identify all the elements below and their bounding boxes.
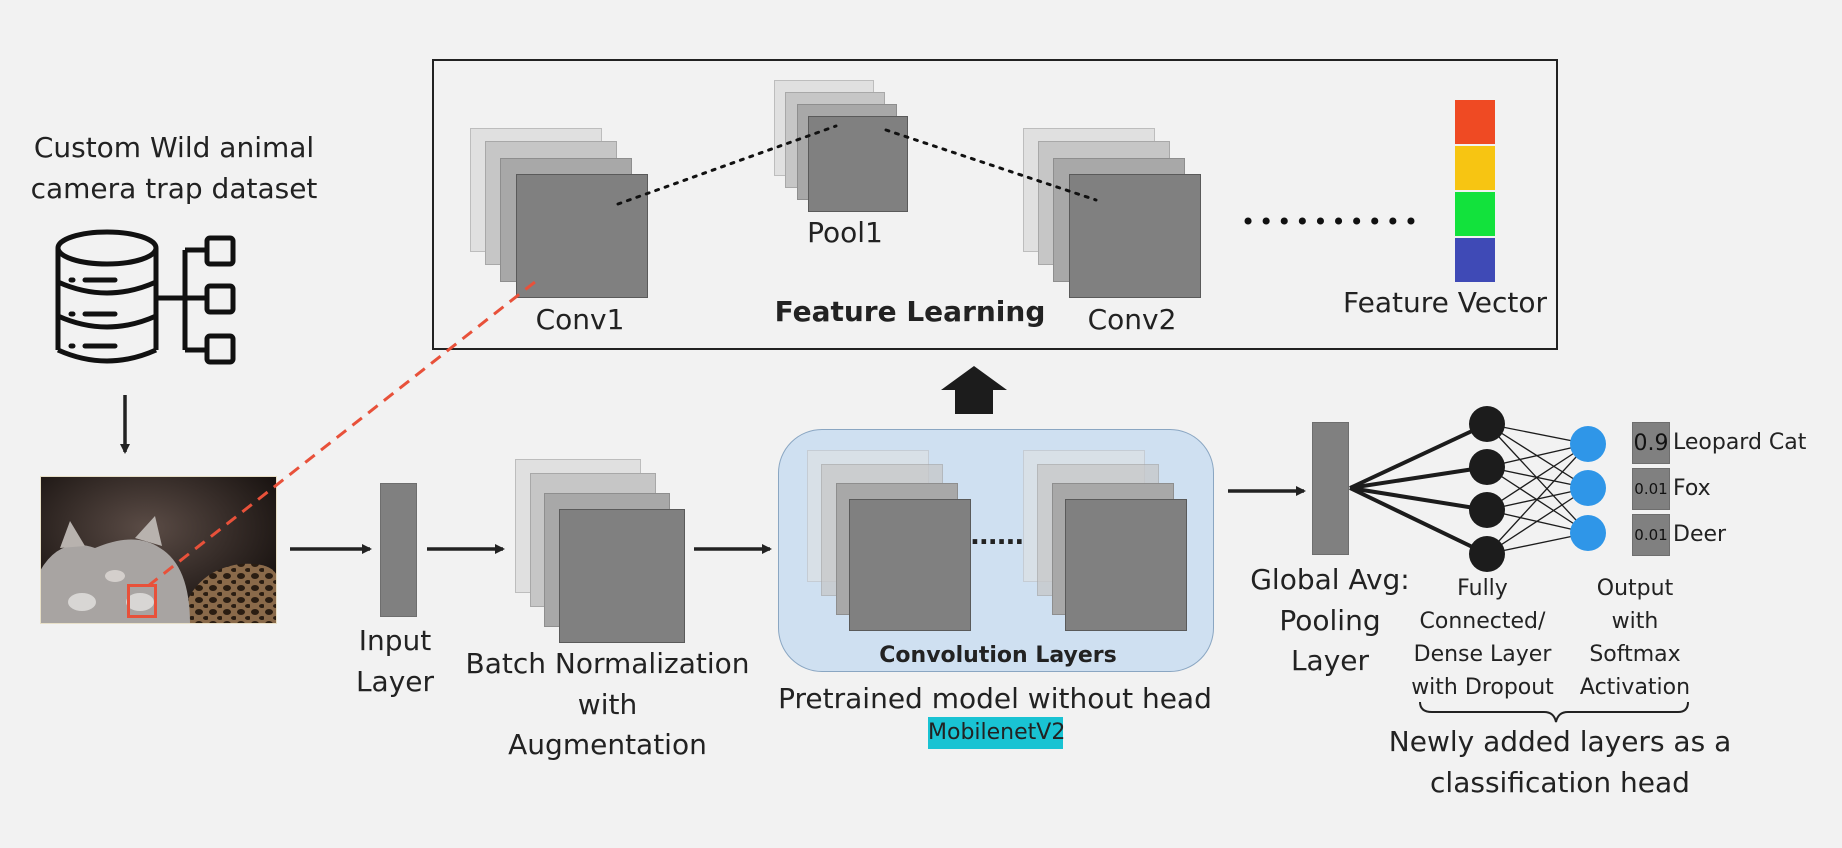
feature-vector-cell (1455, 238, 1495, 282)
convolution-layers-title: Convolution Layers (879, 643, 1117, 668)
batchnorm-map (559, 509, 685, 643)
fan-edge (1349, 486, 1488, 556)
output-node (1570, 515, 1606, 551)
prediction-prob: 0.9 (1632, 422, 1670, 464)
zoom-line (147, 276, 541, 588)
dataset-label: Custom Wild animal camera trap dataset (30, 131, 318, 205)
dense-node (1469, 406, 1505, 442)
conv1-map (516, 174, 648, 298)
conv1-label: Conv1 (535, 303, 625, 336)
classification-head-caption: Newly added layers as a classification h… (1388, 725, 1732, 799)
camera-trap-image (40, 476, 277, 624)
up-arrow-icon (941, 366, 1007, 414)
prediction-label: Fox (1673, 476, 1711, 501)
prediction-label: Deer (1673, 522, 1727, 547)
fan-edge (1349, 486, 1488, 512)
output-node (1570, 426, 1606, 462)
pool1-label: Pool1 (807, 216, 883, 249)
dense-edge (1486, 443, 1589, 555)
feature-vector-cell (1455, 100, 1495, 144)
conv-block-ellipsis: ...... (970, 521, 1024, 551)
pretrained-model-caption: Pretrained model without head (778, 682, 1212, 715)
dense-edge (1486, 487, 1589, 555)
pool1-map (808, 116, 908, 212)
conv-block-map (1065, 499, 1187, 631)
input-layer-bar (380, 483, 417, 617)
dense-edge (1486, 466, 1589, 534)
batchnorm-label: Batch Normalization with Augmentation (465, 647, 750, 762)
mobilenet-badge: MobilenetV2 (928, 717, 1065, 749)
feature-vector-cell (1455, 146, 1495, 190)
global-pool-label: Global Avg: Pooling Layer (1250, 563, 1410, 678)
dense-node (1469, 492, 1505, 528)
conv2-label: Conv2 (1087, 303, 1177, 336)
dotted-connector (616, 124, 838, 206)
prediction-label: Leopard Cat (1673, 430, 1807, 455)
dense-edge (1486, 423, 1589, 534)
feature-learning-panel (432, 59, 1558, 350)
conv-block-map (849, 499, 971, 631)
head-brace (1419, 701, 1689, 723)
feature-learning-title: Feature Learning (774, 295, 1046, 328)
dense-edge (1486, 443, 1589, 511)
zoom-box (127, 584, 157, 618)
global-pool-bar (1312, 422, 1349, 555)
prediction-prob: 0.01 (1632, 514, 1670, 556)
feature-vector-label: Feature Vector (1343, 286, 1547, 319)
dense-node (1469, 449, 1505, 485)
prediction-prob: 0.01 (1632, 468, 1670, 510)
output-layer-label: Output with Softmax Activation (1579, 576, 1691, 700)
dotted-connector (884, 128, 1098, 202)
fan-edge (1349, 465, 1488, 490)
fan-edge (1349, 422, 1488, 490)
database-tree-icon (55, 229, 236, 365)
dense-layer-label: Fully Connected/ Dense Layer with Dropou… (1411, 576, 1554, 700)
input-layer-label: Input Layer (355, 624, 435, 698)
conv2-map (1069, 174, 1201, 298)
dense-node (1469, 536, 1505, 572)
feature-vector-cell (1455, 192, 1495, 236)
output-node (1570, 470, 1606, 506)
